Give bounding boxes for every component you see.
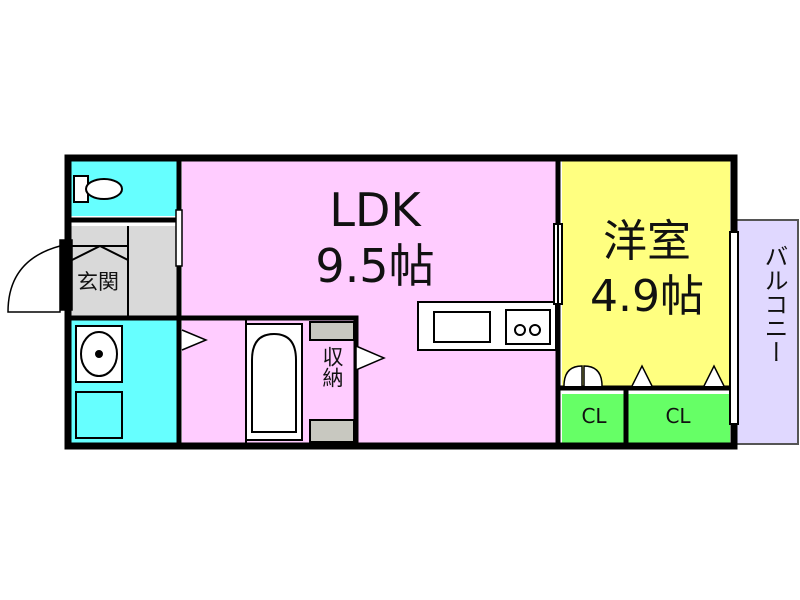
western-window bbox=[729, 231, 739, 425]
entrance-area bbox=[70, 226, 178, 316]
closet-doors bbox=[563, 364, 725, 387]
storage-label-text: 収納 bbox=[320, 346, 344, 388]
western-room-size: 4.9帖 bbox=[590, 271, 704, 322]
western-room-label: 洋室 4.9帖 bbox=[562, 214, 732, 324]
closet-1-area bbox=[562, 394, 624, 444]
storage-label: 収納 bbox=[312, 346, 352, 394]
closet-1-label: CL bbox=[581, 404, 607, 428]
closet-2-label: CL bbox=[665, 404, 691, 428]
bathtub bbox=[245, 320, 303, 444]
entrance-door bbox=[7, 239, 73, 313]
closet-2-area bbox=[628, 394, 730, 444]
entrance-partitions bbox=[71, 226, 129, 316]
western-room-area bbox=[562, 160, 730, 386]
balcony-label: バルコニー bbox=[760, 244, 788, 364]
ldk-window-top bbox=[175, 209, 183, 267]
storage-door bbox=[355, 344, 386, 372]
storage-shelves bbox=[309, 321, 355, 443]
toilet-fixture bbox=[73, 175, 123, 203]
ldk-size: 9.5帖 bbox=[315, 239, 435, 293]
washbasin-fixture bbox=[75, 325, 123, 383]
bathroom-door bbox=[181, 329, 208, 351]
entrance-label: 玄関 bbox=[77, 270, 119, 294]
ldk-label: LDK 9.5帖 bbox=[270, 182, 480, 294]
washer-space bbox=[75, 391, 123, 439]
sliding-door bbox=[553, 223, 563, 305]
western-room-name: 洋室 bbox=[603, 216, 691, 267]
ldk-name: LDK bbox=[329, 183, 421, 237]
kitchen-counter bbox=[417, 301, 557, 351]
